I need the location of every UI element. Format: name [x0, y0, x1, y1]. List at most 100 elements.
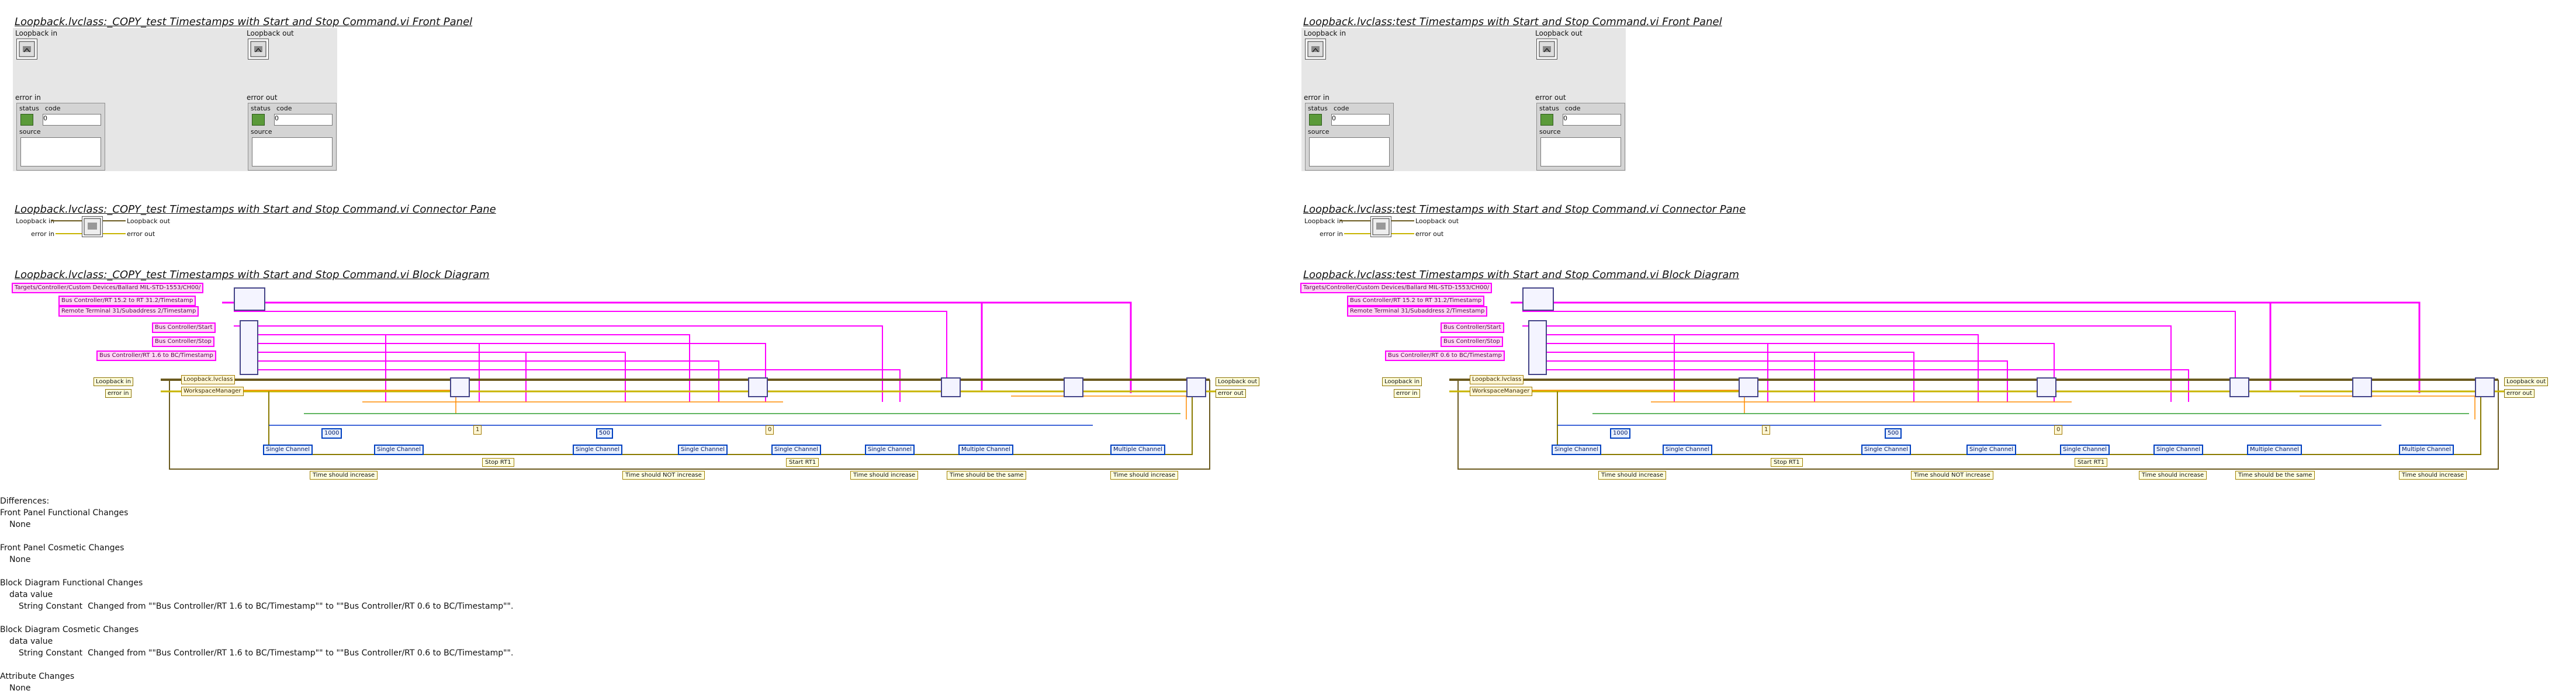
- bc-start-constant[interactable]: Bus Controller/Start: [152, 322, 216, 333]
- status-led[interactable]: [1309, 114, 1322, 126]
- comment-time-same: Time should be the same: [947, 471, 1027, 480]
- mode-single-channel[interactable]: Single Channel: [865, 445, 915, 455]
- diff-attr-changes: Attribute Changes: [0, 672, 75, 681]
- workspace-manager-constant[interactable]: WorkspaceManager: [1470, 387, 1532, 396]
- mode-multiple-channel[interactable]: Multiple Channel: [2247, 445, 2302, 455]
- connector-pane: Loopback in error in Loopback out error …: [15, 216, 207, 240]
- code-field[interactable]: 0: [1331, 114, 1390, 126]
- remote-terminal-constant[interactable]: Remote Terminal 31/Subaddress 2/Timestam…: [58, 306, 199, 317]
- error-in-cluster[interactable]: status code 0 source: [16, 103, 105, 171]
- const-500[interactable]: 500: [596, 428, 614, 439]
- array-build-node[interactable]: [240, 320, 258, 375]
- mode-single-channel[interactable]: Single Channel: [1552, 445, 1601, 455]
- const-1000[interactable]: 1000: [321, 428, 342, 439]
- subvi-node[interactable]: [2352, 377, 2372, 397]
- array-build-node[interactable]: [1528, 320, 1547, 375]
- front-panel-title: Loopback.lvclass:test Timestamps with St…: [1303, 16, 1722, 28]
- loopback-class-constant[interactable]: Loopback.lvclass: [181, 375, 236, 384]
- mode-multiple-channel[interactable]: Multiple Channel: [2399, 445, 2454, 455]
- const-1[interactable]: 1: [473, 425, 482, 435]
- build-path-node[interactable]: [1522, 287, 1554, 311]
- subvi-node[interactable]: [1064, 377, 1083, 397]
- diff-none: None: [9, 555, 31, 564]
- code-label: code: [1334, 105, 1349, 112]
- mode-single-channel[interactable]: Single Channel: [1966, 445, 2016, 455]
- error-in-terminal[interactable]: error in: [105, 389, 131, 398]
- mode-single-channel[interactable]: Single Channel: [263, 445, 313, 455]
- comment-time-increase: Time should increase: [1598, 471, 1667, 480]
- front-panel: Loopback in Loopback out error in status…: [13, 28, 337, 171]
- mode-single-channel[interactable]: Single Channel: [374, 445, 424, 455]
- mode-single-channel[interactable]: Single Channel: [2060, 445, 2110, 455]
- connector-pane-title: Loopback.lvclass:test Timestamps with St…: [1303, 203, 1746, 216]
- bc-stop-constant[interactable]: Bus Controller/Stop: [152, 336, 214, 347]
- code-label: code: [45, 105, 61, 112]
- error-out-terminal[interactable]: error out: [1216, 389, 1246, 398]
- comment-time-same: Time should be the same: [2235, 471, 2315, 480]
- target-path-constant[interactable]: Targets/Controller/Custom Devices/Ballar…: [1300, 283, 1493, 293]
- mode-single-channel[interactable]: Single Channel: [771, 445, 821, 455]
- error-out-terminal[interactable]: error out: [2504, 389, 2535, 398]
- loopback-out-terminal[interactable]: Loopback out: [1216, 377, 1260, 386]
- bc-rt15-constant[interactable]: Bus Controller/RT 15.2 to RT 31.2/Timest…: [58, 296, 196, 306]
- subvi-node[interactable]: [2229, 377, 2249, 397]
- subvi-node[interactable]: [1186, 377, 1206, 397]
- error-out-label: error out: [247, 93, 278, 102]
- mode-single-channel[interactable]: Single Channel: [573, 445, 622, 455]
- subvi-node[interactable]: [450, 377, 470, 397]
- diff-none: None: [9, 520, 31, 529]
- error-in-cluster[interactable]: status code 0 source: [1305, 103, 1394, 171]
- const-0[interactable]: 0: [766, 425, 774, 435]
- loopback-in-control[interactable]: [16, 39, 37, 60]
- const-1000[interactable]: 1000: [1610, 428, 1631, 439]
- subvi-node[interactable]: [2475, 377, 2495, 397]
- bc-stop-constant[interactable]: Bus Controller/Stop: [1441, 336, 1503, 347]
- bd-wires: [161, 301, 1216, 470]
- workspace-manager-constant[interactable]: WorkspaceManager: [181, 387, 244, 396]
- mode-multiple-channel[interactable]: Multiple Channel: [958, 445, 1013, 455]
- subvi-node[interactable]: [748, 377, 768, 397]
- build-path-node[interactable]: [234, 287, 265, 311]
- source-label: source: [251, 128, 272, 136]
- diff-change-text: String Constant Changed from ""Bus Contr…: [19, 602, 514, 611]
- cp-loopback-out: Loopback out: [1415, 217, 1459, 225]
- mode-single-channel[interactable]: Single Channel: [1861, 445, 1911, 455]
- cp-loopback-in: Loopback in: [16, 217, 55, 225]
- source-field[interactable]: [1309, 137, 1390, 166]
- cp-wires: [51, 220, 126, 234]
- subvi-node[interactable]: [941, 377, 961, 397]
- mode-multiple-channel[interactable]: Multiple Channel: [1110, 445, 1165, 455]
- remote-terminal-constant[interactable]: Remote Terminal 31/Subaddress 2/Timestam…: [1347, 306, 1488, 317]
- error-out-cluster: status code 0 source: [248, 103, 337, 171]
- comment-start-rt1: Start RT1: [2075, 458, 2108, 467]
- code-field[interactable]: 0: [43, 114, 101, 126]
- target-path-constant[interactable]: Targets/Controller/Custom Devices/Ballar…: [12, 283, 204, 293]
- mode-single-channel[interactable]: Single Channel: [1663, 445, 1712, 455]
- const-0[interactable]: 0: [2054, 425, 2063, 435]
- spacer: [0, 612, 526, 624]
- const-1[interactable]: 1: [1762, 425, 1771, 435]
- source-field: [252, 137, 333, 166]
- loopback-in-terminal[interactable]: Loopback in: [94, 377, 134, 386]
- source-field[interactable]: [20, 137, 101, 166]
- loopback-out-terminal[interactable]: Loopback out: [2504, 377, 2549, 386]
- status-led[interactable]: [20, 114, 33, 126]
- error-in-label: error in: [15, 93, 41, 102]
- bc-rt15-constant[interactable]: Bus Controller/RT 15.2 to RT 31.2/Timest…: [1347, 296, 1485, 306]
- loopback-in-control[interactable]: [1305, 39, 1326, 60]
- error-in-terminal[interactable]: error in: [1394, 389, 1420, 398]
- loopback-in-terminal[interactable]: Loopback in: [1382, 377, 1422, 386]
- const-500[interactable]: 500: [1885, 428, 1902, 439]
- subvi-node[interactable]: [1739, 377, 1758, 397]
- block-diagram: Targets/Controller/Custom Devices/Ballar…: [1300, 279, 2574, 484]
- loopback-class-constant[interactable]: Loopback.lvclass: [1470, 375, 1524, 384]
- bc-timestamp-constant[interactable]: Bus Controller/RT 1.6 to BC/Timestamp: [96, 351, 216, 361]
- status-label: status: [1308, 105, 1328, 112]
- diff-data-value: data value: [9, 637, 53, 646]
- mode-single-channel[interactable]: Single Channel: [678, 445, 728, 455]
- bc-start-constant[interactable]: Bus Controller/Start: [1441, 322, 1504, 333]
- mode-single-channel[interactable]: Single Channel: [2153, 445, 2203, 455]
- code-label: code: [1565, 105, 1581, 112]
- bc-timestamp-constant[interactable]: Bus Controller/RT 0.6 to BC/Timestamp: [1385, 351, 1505, 361]
- subvi-node[interactable]: [2037, 377, 2056, 397]
